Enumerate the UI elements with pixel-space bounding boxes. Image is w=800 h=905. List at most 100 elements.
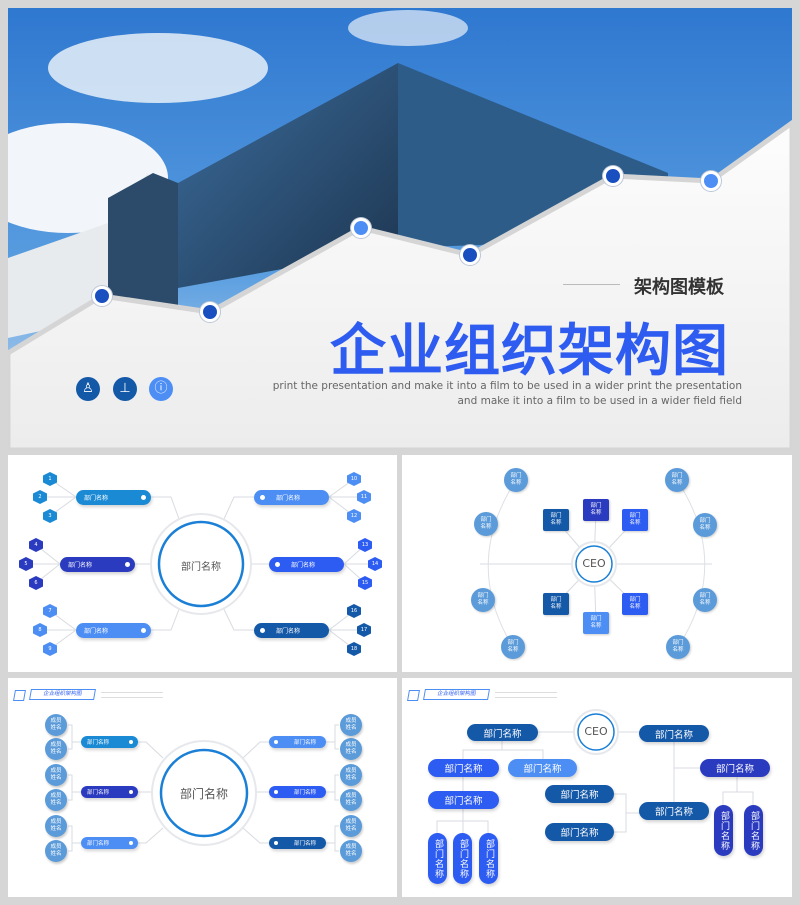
gear-icon (274, 790, 278, 794)
department-pill[interactable]: 部门名称 (81, 837, 138, 849)
gear-icon (129, 740, 133, 744)
number-hexagon: 10 (347, 472, 361, 486)
department-circle[interactable]: 部门 名称 (693, 588, 717, 612)
cover-desc-line1: print the presentation and make it into … (272, 380, 742, 392)
timeline-dot (460, 245, 480, 265)
department-box[interactable]: 部门 名称 (622, 509, 648, 531)
stamp-person-icon[interactable]: ♙ (76, 377, 100, 401)
header-desc-placeholder (101, 692, 163, 698)
gear-icon (141, 628, 146, 633)
department-pill[interactable]: 部门名称 (254, 623, 329, 638)
member-circle[interactable]: 成员 姓名 (45, 764, 67, 786)
header-title: 企业组织架构图 (423, 689, 490, 700)
number-hexagon: 17 (357, 623, 371, 637)
department-pill[interactable]: 部门名称 (428, 791, 499, 809)
header-icon (13, 690, 26, 701)
timeline-dot (200, 302, 220, 322)
department-box[interactable]: 部门 名称 (583, 499, 609, 521)
department-label: 部门名称 (84, 495, 109, 502)
cover-desc-line2: and make it into a film to be used in a … (457, 395, 743, 407)
department-circle[interactable]: 部门 名称 (471, 588, 495, 612)
department-vertical-pill[interactable]: 部门名称 (714, 805, 733, 856)
department-circle[interactable]: 部门 名称 (665, 468, 689, 492)
center-node-label: 部门名称 (181, 561, 221, 573)
department-pill[interactable]: 部门名称 (700, 759, 770, 777)
subtitle-rule (563, 284, 620, 285)
department-pill[interactable]: 部门名称 (428, 759, 499, 777)
department-box[interactable]: 部门 名称 (622, 593, 648, 615)
header-title: 企业组织架构图 (29, 689, 96, 700)
department-vertical-pill[interactable]: 部门名称 (428, 833, 447, 884)
department-label: 部门名称 (293, 841, 316, 847)
department-pill[interactable]: 部门名称 (76, 623, 151, 638)
department-vertical-pill[interactable]: 部门名称 (453, 833, 472, 884)
member-circle[interactable]: 成员 姓名 (340, 714, 362, 736)
department-pill[interactable]: 部门名称 (269, 557, 344, 572)
department-circle[interactable]: 部门 名称 (693, 513, 717, 537)
number-hexagon: 9 (43, 642, 57, 656)
department-label: 部门名称 (291, 562, 316, 569)
department-circle[interactable]: 部门 名称 (666, 635, 690, 659)
info-icon[interactable]: ⓘ (149, 377, 173, 401)
stamp-icon[interactable]: ⊥ (113, 377, 137, 401)
department-pill[interactable]: 部门名称 (545, 785, 614, 803)
cover-subtitle: 架构图模板 (634, 277, 724, 298)
member-circle[interactable]: 成员 姓名 (340, 840, 362, 862)
timeline-dot (701, 171, 721, 191)
department-pill[interactable]: 部门名称 (254, 490, 329, 505)
member-circle[interactable]: 成员 姓名 (340, 738, 362, 760)
gear-icon (129, 841, 133, 845)
department-box[interactable]: 部门 名称 (583, 612, 609, 634)
department-pill[interactable]: 部门名称 (639, 725, 709, 742)
department-vertical-pill[interactable]: 部门名称 (479, 833, 498, 884)
member-circle[interactable]: 成员 姓名 (45, 738, 67, 760)
gear-icon (141, 495, 146, 500)
number-hexagon: 6 (29, 576, 43, 590)
connector-lines (436, 709, 754, 833)
department-pill[interactable]: 部门名称 (269, 786, 326, 798)
number-hexagon: 16 (347, 604, 361, 618)
department-pill[interactable]: 部门名称 (269, 837, 326, 849)
department-pill[interactable]: 部门名称 (81, 786, 138, 798)
department-pill[interactable]: 部门名称 (76, 490, 151, 505)
cover-title: 企业组织架构图 (330, 319, 729, 384)
department-label: 部门名称 (276, 628, 301, 635)
department-vertical-pill[interactable]: 部门名称 (744, 805, 763, 856)
gear-icon (129, 790, 133, 794)
gear-icon (125, 562, 130, 567)
department-box[interactable]: 部门 名称 (543, 509, 569, 531)
member-org-slide[interactable]: 企业组织架构图部门名称部门名称部门名称部门名称部门名称部门名称部门名称成员 姓名… (8, 678, 397, 897)
department-circle[interactable]: 部门 名称 (504, 468, 528, 492)
member-circle[interactable]: 成员 姓名 (340, 815, 362, 837)
number-hexagon: 8 (33, 623, 47, 637)
department-label: 部门名称 (293, 790, 316, 796)
member-circle[interactable]: 成员 姓名 (340, 789, 362, 811)
department-pill[interactable]: 部门名称 (269, 736, 326, 748)
gear-icon (274, 740, 278, 744)
member-circle[interactable]: 成员 姓名 (45, 714, 67, 736)
department-circle[interactable]: 部门 名称 (501, 635, 525, 659)
department-pill[interactable]: 部门名称 (81, 736, 138, 748)
department-pill[interactable]: 部门名称 (545, 823, 614, 841)
department-label: 部门名称 (276, 495, 301, 502)
department-pill[interactable]: 部门名称 (639, 802, 709, 820)
member-circle[interactable]: 成员 姓名 (340, 764, 362, 786)
gear-icon (260, 628, 265, 633)
department-pill[interactable]: 部门名称 (467, 724, 538, 741)
department-box[interactable]: 部门 名称 (543, 593, 569, 615)
department-pill[interactable]: 部门名称 (60, 557, 135, 572)
cover-slide[interactable]: 架构图模板 企业组织架构图 print the presentation and… (8, 8, 792, 450)
department-label: 部门名称 (87, 790, 110, 796)
member-circle[interactable]: 成员 姓名 (45, 815, 67, 837)
number-hexagon: 11 (357, 490, 371, 504)
timeline-dot (92, 286, 112, 306)
department-circle[interactable]: 部门 名称 (474, 512, 498, 536)
department-pill[interactable]: 部门名称 (508, 759, 577, 777)
number-hexagon: 4 (29, 538, 43, 552)
member-circle[interactable]: 成员 姓名 (45, 789, 67, 811)
member-circle[interactable]: 成员 姓名 (45, 840, 67, 862)
number-hexagon: 7 (43, 604, 57, 618)
